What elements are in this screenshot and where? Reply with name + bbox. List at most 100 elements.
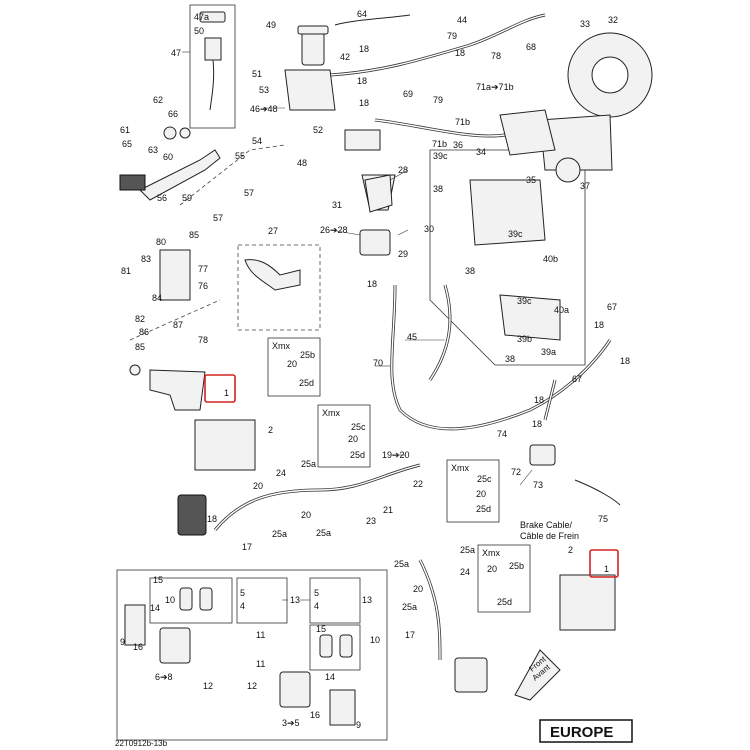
- leader-lines: [182, 51, 533, 601]
- callout-39b: 39b: [517, 334, 532, 344]
- callout-81: 81: [121, 266, 131, 276]
- callout-40a: 40a: [554, 305, 569, 315]
- callout-67-a: 67: [607, 302, 617, 312]
- callout-42: 42: [340, 52, 350, 62]
- callout-18-i: 18: [455, 48, 465, 58]
- callout-5-left: 5: [240, 588, 245, 598]
- callout-24-left: 24: [276, 468, 286, 478]
- callout-71b-b: 71b: [432, 139, 447, 149]
- callout-74: 74: [497, 429, 507, 439]
- region-badge-text: EUROPE: [550, 724, 613, 741]
- brake-pad-box-left: [149, 577, 233, 624]
- callout-20-c: 20: [348, 434, 358, 444]
- callout-45: 45: [407, 332, 417, 342]
- callout-25d-3: 25d: [476, 504, 491, 514]
- callout-52: 52: [313, 125, 323, 135]
- callout-78-b: 78: [198, 335, 208, 345]
- callout-6-8: 6➔8: [155, 672, 173, 682]
- callout-82: 82: [135, 314, 145, 324]
- callout-79-b: 79: [433, 95, 443, 105]
- callout-66: 66: [168, 109, 178, 119]
- callout-71a-71b: 71a➔71b: [476, 82, 514, 92]
- callout-79-a: 79: [447, 31, 457, 41]
- callout-2-lower: 2: [568, 545, 573, 555]
- callout-25a-1: 25a: [272, 529, 287, 539]
- rear-caliper-frame: [116, 569, 388, 741]
- callout-25b-1: 25b: [300, 350, 315, 360]
- callout-36: 36: [453, 140, 463, 150]
- callout-40b: 40b: [543, 254, 558, 264]
- callout-67-b: 67: [572, 374, 582, 384]
- callout-44: 44: [457, 15, 467, 25]
- xmx-box-1-title: Xmx: [272, 341, 291, 351]
- callout-26-28: 26➔28: [320, 225, 348, 235]
- callout-18-j: 18: [357, 76, 367, 86]
- callout-55: 55: [235, 151, 245, 161]
- callout-14-left: 14: [150, 603, 160, 613]
- callout-64: 64: [357, 9, 367, 19]
- callout-9-left: 9: [120, 637, 125, 647]
- callout-20-f: 20: [301, 510, 311, 520]
- callout-18-c: 18: [359, 98, 369, 108]
- callout-76: 76: [198, 281, 208, 291]
- callout-78-a: 78: [491, 51, 501, 61]
- callout-22: 22: [413, 479, 423, 489]
- dashed-link-2: [129, 299, 221, 341]
- callout-25b-2: 25b: [509, 561, 524, 571]
- callout-18-b: 18: [359, 44, 369, 54]
- callout-9-right: 9: [356, 720, 361, 730]
- callout-39c-b: 39c: [508, 229, 523, 239]
- callout-48: 48: [297, 158, 307, 168]
- callout-51: 51: [252, 69, 262, 79]
- callout-18-f: 18: [594, 320, 604, 330]
- pin-kit-box-left: [236, 577, 288, 624]
- callout-18-g: 18: [620, 356, 630, 366]
- callout-21: 21: [383, 505, 393, 515]
- callout-65: 65: [122, 139, 132, 149]
- callout-38-c: 38: [505, 354, 515, 364]
- callout-70: 70: [373, 358, 383, 368]
- callout-28: 28: [398, 165, 408, 175]
- callout-20-a: 20: [253, 481, 263, 491]
- callout-47a: 47a: [194, 12, 209, 22]
- callout-25a-2: 25a: [301, 459, 316, 469]
- callout-63: 63: [148, 145, 158, 155]
- brake-pad-box-right: [309, 624, 361, 671]
- callout-18-left: 18: [207, 514, 217, 524]
- part-callouts: 1 1 2 2 3➔5 4 4 5 5 6➔8 9 9 10 10 11 11 …: [120, 9, 630, 730]
- callout-27: 27: [268, 226, 278, 236]
- callout-80: 80: [156, 237, 166, 247]
- xmx-box-1: Xmx: [267, 337, 321, 397]
- callout-17-right: 17: [405, 630, 415, 640]
- callout-15-left: 15: [153, 575, 163, 585]
- callout-71b-a: 71b: [455, 117, 470, 127]
- dashed-link-1: [179, 144, 286, 206]
- callout-1-upper: 1: [224, 388, 229, 398]
- callout-20-e: 20: [487, 564, 497, 574]
- highlight-box-1-upper: [204, 374, 236, 403]
- callout-50: 50: [194, 26, 204, 36]
- xmx-box-3-title: Xmx: [451, 463, 470, 473]
- callout-38-a: 38: [433, 184, 443, 194]
- callout-39a: 39a: [541, 347, 556, 357]
- callout-39c-a: 39c: [433, 151, 448, 161]
- callout-59: 59: [182, 193, 192, 203]
- callout-4-right: 4: [314, 601, 319, 611]
- callout-25a-3: 25a: [316, 528, 331, 538]
- callout-57-b: 57: [213, 213, 223, 223]
- callout-33: 33: [580, 19, 590, 29]
- callout-23: 23: [366, 516, 376, 526]
- xmx-box-3: Xmx: [446, 459, 500, 523]
- callout-85-b: 85: [135, 342, 145, 352]
- callout-31: 31: [332, 200, 342, 210]
- callout-20-g: 20: [413, 584, 423, 594]
- xmx-box-4: Xmx: [477, 544, 531, 613]
- front-arrow: Front Avant: [514, 649, 561, 701]
- callout-37: 37: [580, 181, 590, 191]
- callout-68: 68: [526, 42, 536, 52]
- callout-57-a: 57: [244, 188, 254, 198]
- callout-4-left: 4: [240, 601, 245, 611]
- callout-72: 72: [511, 467, 521, 477]
- callout-14-right: 14: [325, 672, 335, 682]
- parts: [119, 11, 653, 726]
